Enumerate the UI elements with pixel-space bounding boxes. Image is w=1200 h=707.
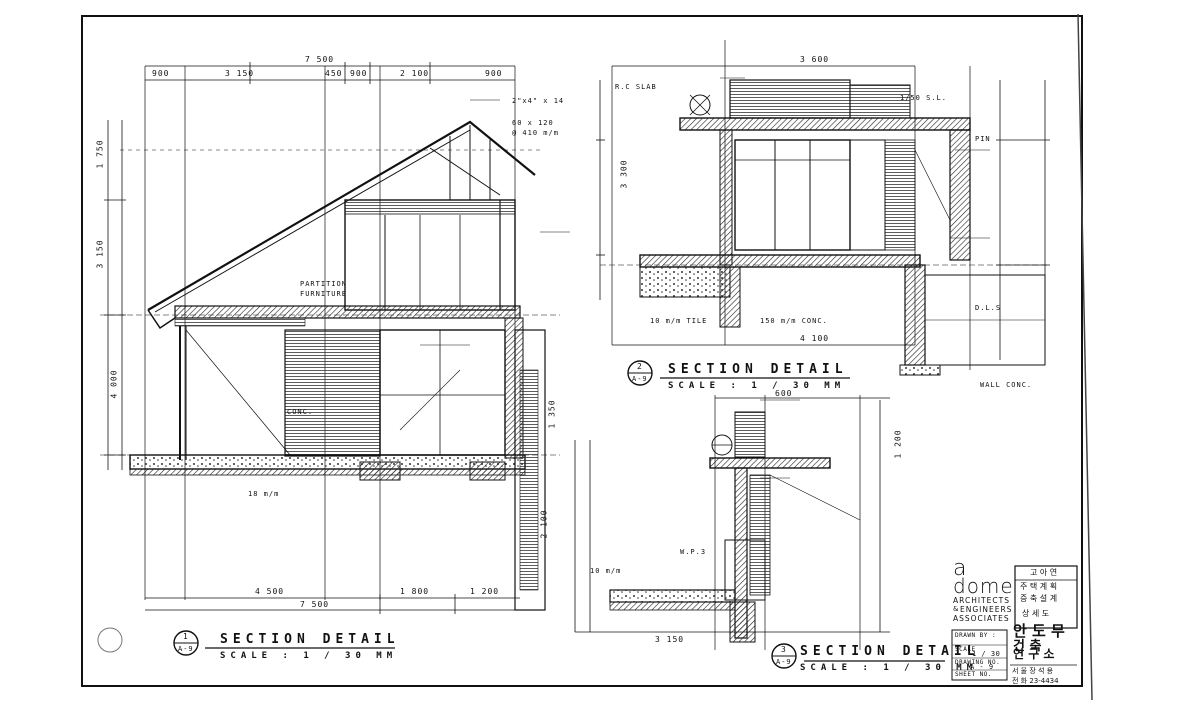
dim-top-d: 900	[350, 69, 368, 78]
note-conc: CONC.	[287, 408, 314, 416]
project-line2: 증 축 설 계	[1020, 594, 1058, 603]
project-line3: 상 세 도	[1022, 609, 1050, 618]
dim-bottom-total: 7 500	[300, 600, 330, 609]
korean-name-3: 연 구 소	[1013, 647, 1055, 661]
logo-dome: dome	[953, 574, 1014, 598]
detail-2-scale: SCALE : 1 / 30 MM	[668, 381, 846, 391]
firm-and: &	[953, 605, 959, 613]
note-depth-1: 18 m/m	[248, 490, 280, 498]
note-wall-conc: WALL CONC.	[980, 381, 1033, 389]
dim-height-d: 2 100	[539, 509, 549, 539]
detail-2-number: 2	[637, 362, 643, 371]
dim-top-f: 900	[485, 69, 503, 78]
note-furniture: FURNITURE	[300, 290, 347, 298]
detail-2-sheet: A-9	[632, 375, 648, 383]
phone: 전 화 23-4434	[1012, 677, 1059, 685]
dim-height-c: 4 000	[109, 369, 119, 399]
dim-top-a: 900	[152, 69, 170, 78]
dim-bottom-a: 4 500	[255, 587, 285, 596]
note-depth-2: 10 m/m	[590, 567, 622, 575]
firm-architects: ARCHITECTS	[953, 596, 1010, 605]
project-label: 고 아 연	[1030, 568, 1058, 577]
detail-2-marker	[627, 360, 850, 386]
note-fixture-3: @ 410 m/m	[512, 129, 559, 137]
logo-a: a	[953, 556, 967, 581]
dim-sec3-b: 1 200	[893, 429, 903, 459]
address: 서 울 장 석 용	[1012, 667, 1054, 675]
note-dls: D.L.S	[975, 304, 1002, 312]
dim-height-e: 1 350	[547, 399, 557, 429]
note-wp: W.P.3	[680, 548, 707, 556]
detail-1-sheet: A-9	[178, 645, 194, 653]
note-floor-3: 1/50 S.L.	[900, 94, 947, 102]
sheet-border	[81, 15, 1083, 687]
detail-3-marker	[771, 643, 945, 669]
korean-name-1: 안 도 무	[1013, 622, 1065, 640]
detail-3-number: 3	[781, 645, 787, 654]
drawn-by-label: DRAWN BY :	[955, 632, 997, 639]
detail-3-title: SECTION DETAIL	[800, 644, 980, 659]
note-fixture-1: 2"x4" x 14	[512, 97, 565, 105]
sheet-edge-right	[1077, 13, 1093, 701]
firm-engineers: ENGINEERS	[960, 605, 1013, 614]
scale-label: SCALE	[955, 646, 976, 653]
dim-sec3-bottom: 3 150	[655, 635, 685, 644]
dim-bottom-c: 1 200	[470, 587, 500, 596]
detail-1-title: SECTION DETAIL	[220, 632, 400, 647]
detail-2-title: SECTION DETAIL	[668, 362, 848, 377]
dim-height-a: 1 750	[95, 139, 105, 169]
dim-sec2-bottom: 4 100	[800, 334, 830, 343]
drawing-no-value: A - 9	[970, 663, 994, 671]
registration-mark-left	[97, 627, 123, 653]
detail-3-scale: SCALE : 1 / 30 MM	[800, 663, 978, 673]
note-floor-1: 150 m/m CONC.	[760, 317, 828, 325]
dim-top-c: 450	[325, 69, 343, 78]
dim-top-total: 7 500	[305, 55, 335, 64]
title-block-frame	[951, 565, 1078, 681]
section-2-drawing	[596, 40, 1050, 376]
project-line1: 주 택 계 획	[1020, 582, 1058, 591]
firm-associates: ASSOCIATES	[953, 614, 1010, 623]
dim-bottom-b: 1 800	[400, 587, 430, 596]
detail-1-scale: SCALE : 1 / 30 MM	[220, 651, 398, 661]
dim-right-top: 3 600	[800, 55, 830, 64]
detail-1-number: 1	[183, 632, 189, 641]
detail-1-marker	[173, 630, 395, 656]
korean-name-2: 건 축	[1013, 639, 1042, 654]
sheet-no-label: SHEET NO.	[955, 671, 993, 678]
dim-sec3-a: 600	[775, 389, 793, 398]
dim-top-b: 3 150	[225, 69, 255, 78]
dim-height-b: 3 150	[95, 239, 105, 269]
note-fixture-2: 60 x 120	[512, 119, 554, 127]
section-1-drawing	[100, 62, 570, 614]
scale-value: 1 / 30	[972, 650, 1001, 658]
note-partition: PARTITION	[300, 280, 347, 288]
note-rc-slab: R.C SLAB	[615, 83, 657, 91]
section-3-drawing	[574, 395, 890, 650]
detail-3-sheet: A-9	[776, 658, 792, 666]
dim-top-e: 2 100	[400, 69, 430, 78]
dim-right-a: 3 300	[619, 159, 629, 189]
drawing-no-label: DRAWING NO.	[955, 659, 1001, 666]
note-pin: PIN	[975, 135, 991, 143]
note-floor-2: 10 m/m TILE	[650, 317, 708, 325]
